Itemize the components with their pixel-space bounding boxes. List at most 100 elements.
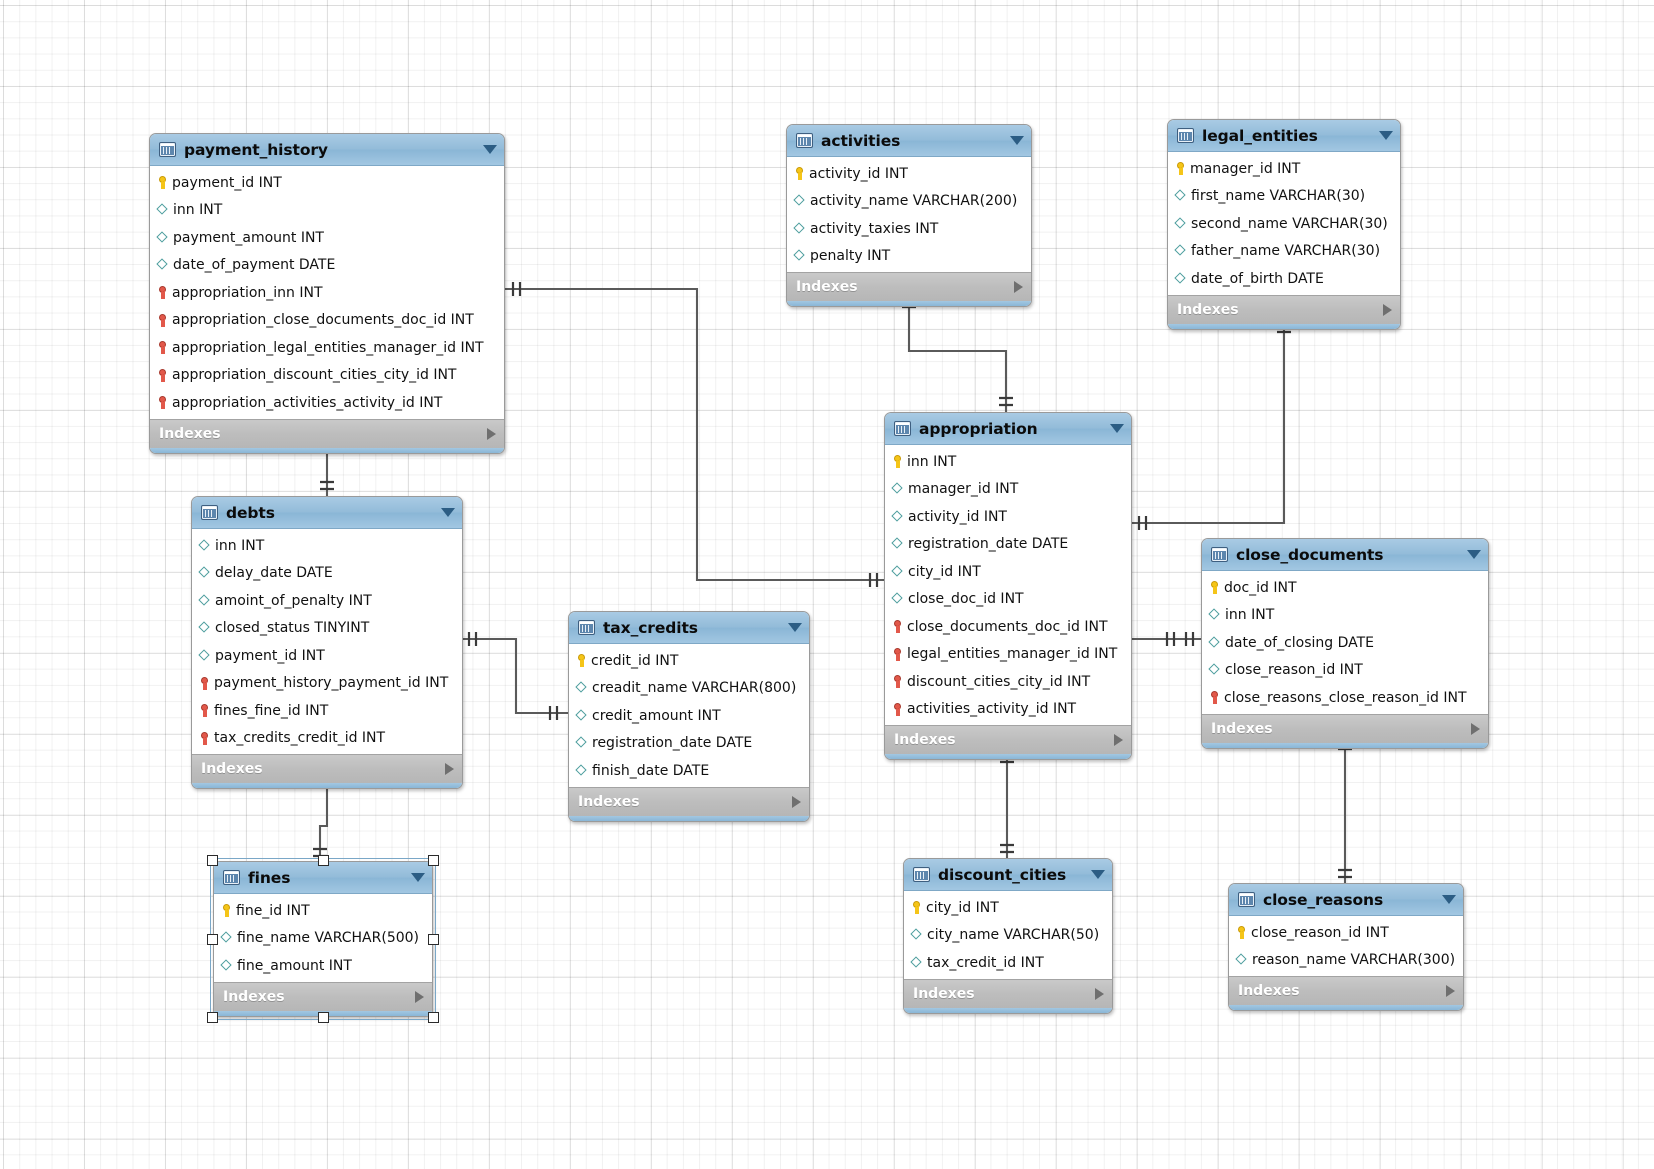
- chevron-down-icon[interactable]: [1379, 131, 1393, 140]
- table-header-tax_credits[interactable]: tax_credits: [569, 612, 809, 644]
- chevron-down-icon[interactable]: [441, 508, 455, 517]
- expand-right-icon[interactable]: [445, 763, 454, 775]
- expand-right-icon[interactable]: [1446, 985, 1455, 997]
- column-row[interactable]: fine_id INT: [214, 897, 432, 925]
- chevron-down-icon[interactable]: [411, 873, 425, 882]
- resize-handle[interactable]: [207, 933, 218, 945]
- chevron-down-icon[interactable]: [1110, 424, 1124, 433]
- column-row[interactable]: credit_amount INT: [569, 702, 809, 730]
- column-row[interactable]: date_of_birth DATE: [1168, 265, 1400, 293]
- column-row[interactable]: inn INT: [1202, 602, 1488, 630]
- table-header-payment_history[interactable]: payment_history: [150, 134, 504, 166]
- resize-handle[interactable]: [207, 855, 218, 866]
- column-row[interactable]: activity_taxies INT: [787, 215, 1031, 243]
- column-row[interactable]: first_name VARCHAR(30): [1168, 183, 1400, 211]
- column-row[interactable]: fine_amount INT: [214, 952, 432, 980]
- column-row[interactable]: close_doc_id INT: [885, 586, 1131, 614]
- column-row[interactable]: activity_id INT: [885, 503, 1131, 531]
- column-row[interactable]: close_reasons_close_reason_id INT: [1202, 684, 1488, 712]
- column-row[interactable]: appropriation_close_documents_doc_id INT: [150, 307, 504, 335]
- column-row[interactable]: credit_id INT: [569, 647, 809, 675]
- resize-handle[interactable]: [428, 855, 439, 866]
- column-row[interactable]: city_name VARCHAR(50): [904, 922, 1112, 950]
- column-row[interactable]: payment_id INT: [192, 642, 462, 670]
- column-row[interactable]: inn INT: [885, 448, 1131, 476]
- chevron-down-icon[interactable]: [1091, 870, 1105, 879]
- column-row[interactable]: inn INT: [192, 532, 462, 560]
- expand-right-icon[interactable]: [1114, 734, 1123, 746]
- resize-handle[interactable]: [428, 1012, 439, 1023]
- column-row[interactable]: creadit_name VARCHAR(800): [569, 675, 809, 703]
- column-row[interactable]: amoint_of_penalty INT: [192, 587, 462, 615]
- indexes-section-tax_credits[interactable]: Indexes: [569, 786, 809, 816]
- column-row[interactable]: close_reason_id INT: [1202, 657, 1488, 685]
- chevron-down-icon[interactable]: [1010, 136, 1024, 145]
- table-header-close_documents[interactable]: close_documents: [1202, 539, 1488, 571]
- chevron-down-icon[interactable]: [788, 623, 802, 632]
- column-row[interactable]: fines_fine_id INT: [192, 697, 462, 725]
- expand-right-icon[interactable]: [487, 427, 496, 440]
- column-row[interactable]: payment_amount INT: [150, 224, 504, 252]
- indexes-section-activities[interactable]: Indexes: [787, 272, 1031, 301]
- column-row[interactable]: tax_credit_id INT: [904, 949, 1112, 977]
- column-row[interactable]: payment_history_payment_id INT: [192, 670, 462, 698]
- column-row[interactable]: payment_id INT: [150, 169, 504, 197]
- column-row[interactable]: fine_name VARCHAR(500): [214, 925, 432, 953]
- table-header-discount_cities[interactable]: discount_cities: [904, 859, 1112, 891]
- column-row[interactable]: delay_date DATE: [192, 560, 462, 588]
- table-header-legal_entities[interactable]: legal_entities: [1168, 120, 1400, 152]
- column-row[interactable]: closed_status TINYINT: [192, 615, 462, 643]
- column-row[interactable]: city_id INT: [904, 894, 1112, 922]
- column-row[interactable]: manager_id INT: [1168, 155, 1400, 183]
- indexes-section-close_reasons[interactable]: Indexes: [1229, 976, 1463, 1005]
- column-row[interactable]: finish_date DATE: [569, 757, 809, 785]
- indexes-section-payment_history[interactable]: Indexes: [150, 418, 504, 448]
- table-header-activities[interactable]: activities: [787, 125, 1031, 157]
- column-row[interactable]: appropriation_activities_activity_id INT: [150, 389, 504, 417]
- table-header-close_reasons[interactable]: close_reasons: [1229, 884, 1463, 916]
- chevron-down-icon[interactable]: [483, 145, 497, 154]
- indexes-section-debts[interactable]: Indexes: [192, 754, 462, 783]
- expand-right-icon[interactable]: [1014, 281, 1023, 293]
- column-row[interactable]: legal_entities_manager_id INT: [885, 641, 1131, 669]
- expand-right-icon[interactable]: [1471, 722, 1480, 735]
- column-row[interactable]: appropriation_inn INT: [150, 279, 504, 307]
- table-header-debts[interactable]: debts: [192, 497, 462, 529]
- column-row[interactable]: penalty INT: [787, 243, 1031, 271]
- indexes-section-appropriation[interactable]: Indexes: [885, 725, 1131, 754]
- column-row[interactable]: city_id INT: [885, 558, 1131, 586]
- indexes-section-close_documents[interactable]: Indexes: [1202, 713, 1488, 743]
- indexes-section-fines[interactable]: Indexes: [214, 981, 432, 1011]
- column-row[interactable]: appropriation_legal_entities_manager_id …: [150, 334, 504, 362]
- table-header-fines[interactable]: fines: [214, 862, 432, 894]
- column-row[interactable]: activities_activity_id INT: [885, 696, 1131, 724]
- expand-right-icon[interactable]: [1383, 303, 1392, 316]
- column-row[interactable]: doc_id INT: [1202, 574, 1488, 602]
- column-row[interactable]: manager_id INT: [885, 476, 1131, 504]
- column-row[interactable]: reason_name VARCHAR(300): [1229, 947, 1463, 975]
- resize-handle[interactable]: [317, 855, 329, 866]
- column-row[interactable]: discount_cities_city_id INT: [885, 668, 1131, 696]
- column-row[interactable]: registration_date DATE: [885, 531, 1131, 559]
- column-row[interactable]: activity_name VARCHAR(200): [787, 188, 1031, 216]
- column-row[interactable]: date_of_closing DATE: [1202, 629, 1488, 657]
- expand-right-icon[interactable]: [1095, 987, 1104, 1000]
- column-row[interactable]: inn INT: [150, 197, 504, 225]
- column-row[interactable]: date_of_payment DATE: [150, 252, 504, 280]
- resize-handle[interactable]: [317, 1012, 329, 1023]
- column-row[interactable]: father_name VARCHAR(30): [1168, 238, 1400, 266]
- expand-right-icon[interactable]: [792, 795, 801, 808]
- chevron-down-icon[interactable]: [1442, 895, 1456, 904]
- table-header-appropriation[interactable]: appropriation: [885, 413, 1131, 445]
